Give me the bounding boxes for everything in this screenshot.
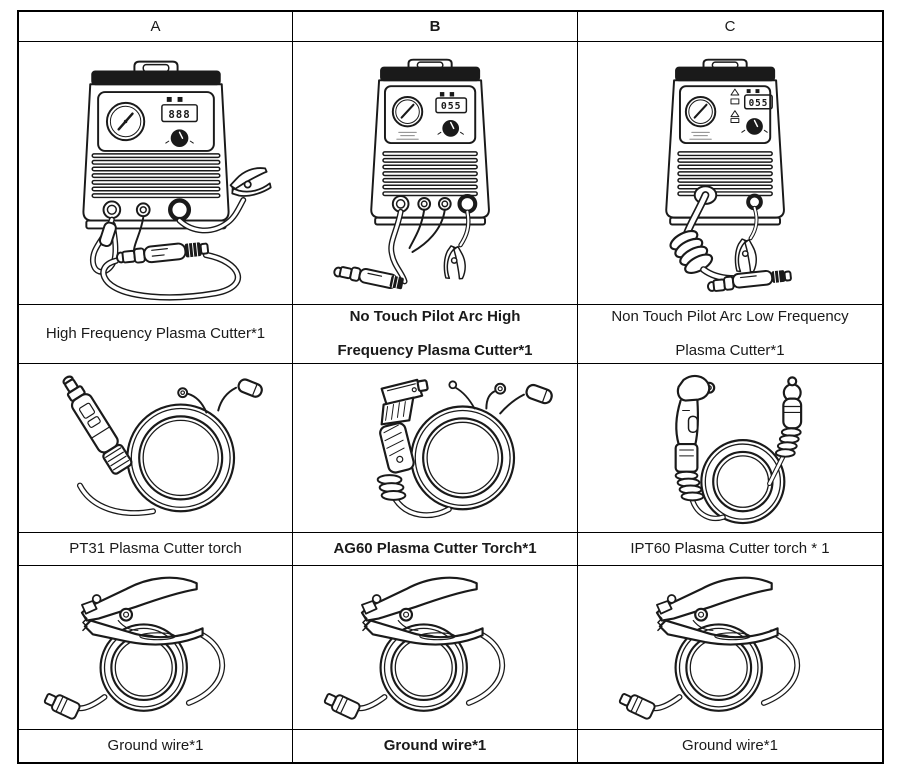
column-header-b: B [293,12,578,42]
ground-wire-image-cell-a [19,566,293,730]
machine-c-display-readout: 055 [749,98,769,109]
machine-image-cell-c: 055 [578,42,882,305]
plasma-cutter-a-drawing: 888 [31,44,281,302]
torch-b-drawing [296,367,574,530]
ground-wire-image-cell-b [293,566,578,730]
machine-label-a: High Frequency Plasma Cutter*1 [19,305,293,364]
ground-wire-b-drawing [308,569,563,727]
machine-a-display-readout: 888 [168,108,190,121]
machine-image-cell-b: 055 [293,42,578,305]
ground-wire-label-a: Ground wire*1 [19,730,293,762]
machine-label-c: Non Touch Pilot Arc Low Frequency Plasma… [578,305,882,364]
ground-wire-label-c: Ground wire*1 [682,737,778,754]
torch-image-cell-c [578,364,882,533]
machine-b-display-readout: 055 [441,101,462,112]
plasma-cutter-c-drawing: 055 [605,44,855,302]
machine-label-b: No Touch Pilot Arc High Frequency Plasma… [293,305,578,364]
torch-a-drawing [22,367,290,530]
torch-label-a: PT31 Plasma Cutter torch [19,533,293,566]
ground-wire-image-cell-c [578,566,882,730]
column-header-a: A [19,12,293,42]
torch-label-b: AG60 Plasma Cutter Torch*1 [293,533,578,566]
ground-wire-a-drawing [28,569,283,727]
torch-c-drawing [586,367,874,530]
torch-image-cell-a [19,364,293,533]
torch-image-cell-b [293,364,578,533]
accessories-table: A B C 888 055 055 High Frequency Plasma … [17,10,884,764]
plasma-cutter-b-drawing: 055 [310,44,560,302]
torch-label-c: IPT60 Plasma Cutter torch * 1 [578,533,882,566]
machine-image-cell-a: 888 [19,42,293,305]
column-header-c: C [578,12,882,42]
ground-wire-label-b: Ground wire*1 [293,730,578,762]
ground-wire-c-drawing [603,569,858,727]
